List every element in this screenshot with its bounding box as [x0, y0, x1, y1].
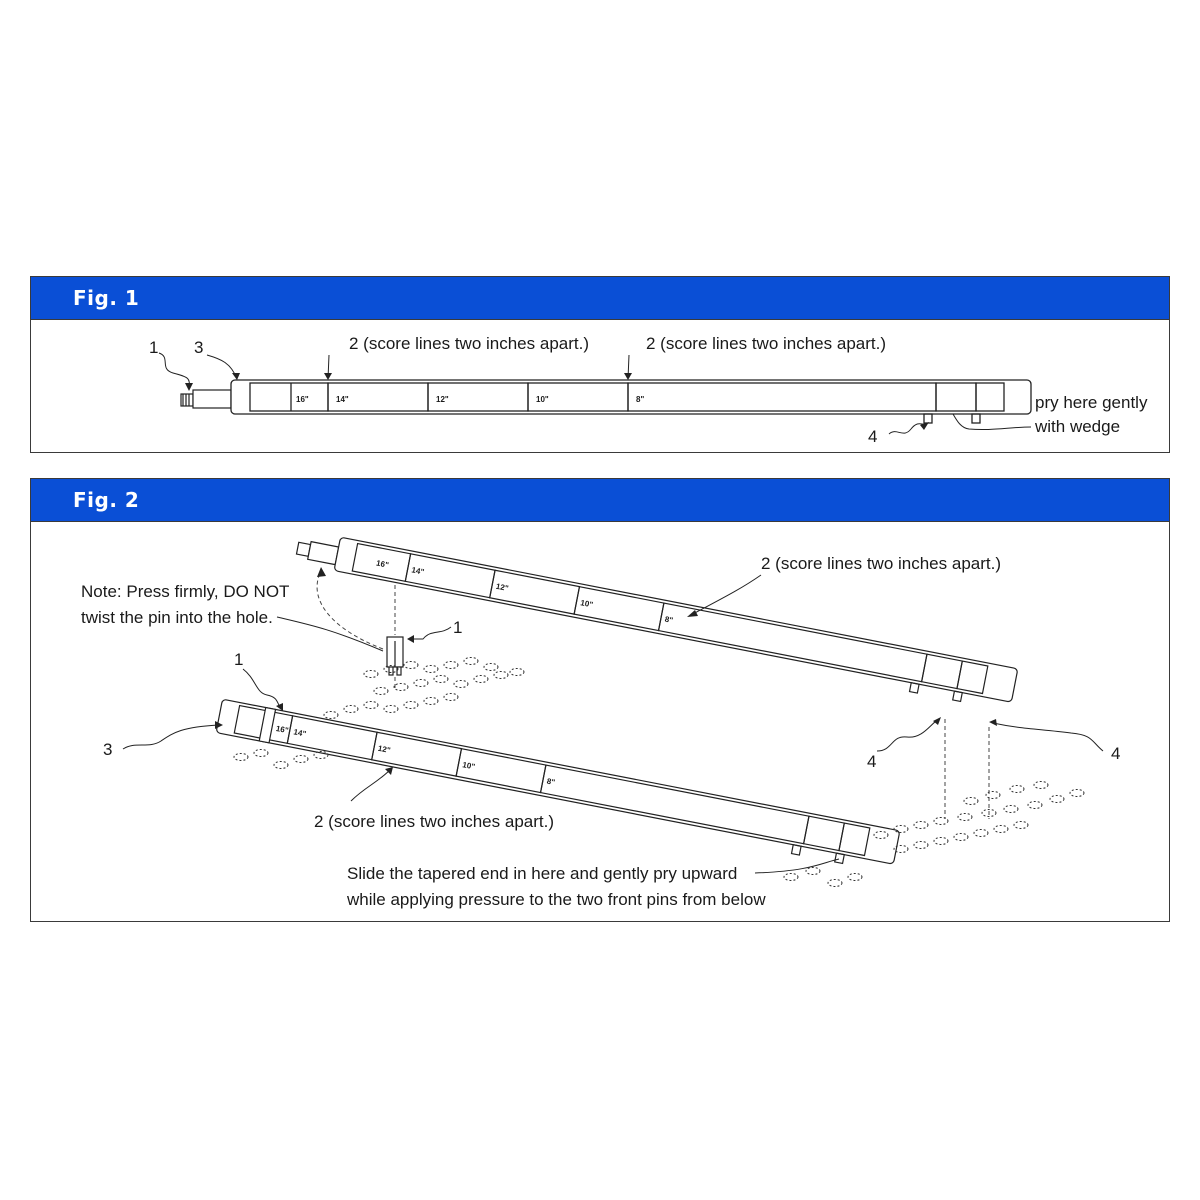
figure-2-header: Fig. 2: [31, 479, 1169, 522]
figure-2-panel: Fig. 2 16" 14" 12" 10": [30, 478, 1170, 922]
figure-1-panel: Fig. 1 16" 14" 12" 10": [30, 276, 1170, 453]
slide-line-1: Slide the tapered end in here and gently…: [347, 864, 737, 883]
callout-4-left: 4: [867, 752, 876, 771]
figure-1-header: Fig. 1: [31, 277, 1169, 320]
curved-arrowhead: [317, 567, 326, 577]
callout-1-upper: 1: [453, 618, 462, 637]
figure-1-title: Fig. 1: [73, 286, 140, 310]
callout-2-upper: 2 (score lines two inches apart.): [761, 554, 1001, 573]
pry-line-2: with wedge: [1034, 417, 1120, 436]
callout-4: 4: [868, 427, 877, 446]
figure-2-title: Fig. 2: [73, 488, 140, 512]
callout-2a: 2 (score lines two inches apart.): [349, 334, 589, 353]
figure-1-diagram: 16" 14" 12" 10" 8" 1 3 2 (score lines tw…: [149, 334, 1148, 446]
bracket-bar: [230, 379, 1032, 424]
upper-mark-10: 10": [580, 598, 594, 609]
mark-16: 16": [296, 395, 309, 404]
arrowheads: [185, 373, 929, 430]
floor-holes: [233, 657, 1085, 887]
upper-mark-14: 14": [411, 565, 425, 576]
mark-12: 12": [436, 395, 449, 404]
figure-2-diagram: 16" 14" 12" 10" 8" 16": [81, 537, 1120, 909]
note-line-1: Note: Press firmly, DO NOT: [81, 582, 289, 601]
upper-mark-12: 12": [495, 582, 509, 593]
callout-2-lower: 2 (score lines two inches apart.): [314, 812, 554, 831]
callout-3: 3: [103, 740, 112, 759]
lower-bracket-bar: 16" 14" 12" 10" 8": [216, 699, 900, 865]
mark-8: 8": [636, 395, 644, 404]
callout-3: 3: [194, 338, 203, 357]
lower-mark-8: 8": [546, 777, 556, 787]
lower-mark-10: 10": [462, 760, 476, 771]
dashed-guides: [316, 570, 990, 819]
callout-2b: 2 (score lines two inches apart.): [646, 334, 886, 353]
upper-bracket-bar: 16" 14" 12" 10" 8": [295, 537, 1018, 703]
lower-mark-16: 16": [275, 724, 289, 735]
pin-end: [180, 389, 232, 409]
pry-line-1: pry here gently: [1035, 393, 1148, 412]
callout-4-right: 4: [1111, 744, 1120, 763]
mark-10: 10": [536, 395, 549, 404]
lower-mark-14: 14": [293, 727, 307, 738]
lower-mark-12: 12": [377, 744, 391, 755]
callout-1-lower: 1: [234, 650, 243, 669]
note-line-2: twist the pin into the hole.: [81, 608, 273, 627]
arrowheads-2: [215, 610, 997, 775]
slide-line-2: while applying pressure to the two front…: [346, 890, 766, 909]
pin-insert: [386, 636, 404, 676]
mark-14: 14": [336, 395, 349, 404]
upper-mark-16: 16": [375, 559, 389, 570]
upper-mark-8: 8": [664, 615, 674, 625]
leader-lines-2: [122, 574, 1104, 874]
callout-1: 1: [149, 338, 158, 357]
